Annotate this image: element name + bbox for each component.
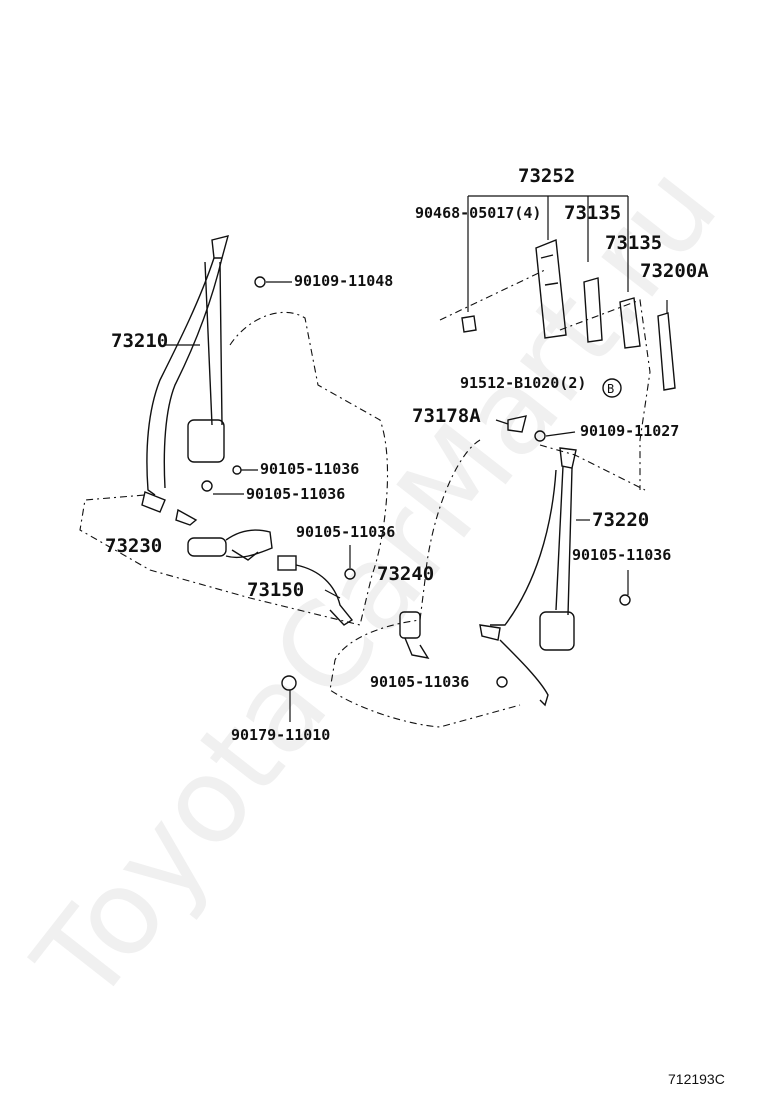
fasteners xyxy=(201,276,631,691)
label-90179-11010: 90179-11010 xyxy=(231,726,330,744)
left-seat-outline xyxy=(79,311,389,626)
label-73135-b: 73135 xyxy=(605,232,662,254)
label-73200A: 73200A xyxy=(640,260,709,282)
label-90109-11048: 90109-11048 xyxy=(294,272,393,290)
label-73252: 73252 xyxy=(518,165,575,187)
label-73150: 73150 xyxy=(247,579,304,601)
label-90109-11027: 90109-11027 xyxy=(580,422,679,440)
label-90105-11036-e: 90105-11036 xyxy=(370,673,469,691)
right-seat-belt-73220 xyxy=(479,447,577,707)
buckle-73240 xyxy=(399,611,430,659)
label-90468-05017: 90468-05017(4) xyxy=(415,204,541,222)
label-90105-11036-b: 90105-11036 xyxy=(246,485,345,503)
buckle-73230 xyxy=(187,529,273,561)
label-73178A: 73178A xyxy=(412,405,481,427)
label-90105-11036-d: 90105-11036 xyxy=(572,546,671,564)
left-seat-belt-73210 xyxy=(141,235,229,526)
label-91512-B1020: 91512-B1020(2) xyxy=(460,374,586,392)
belt-73150 xyxy=(277,555,354,626)
upper-right-parts xyxy=(439,195,676,490)
label-73240: 73240 xyxy=(377,563,434,585)
label-73230: 73230 xyxy=(105,535,162,557)
b-circle-mark: B xyxy=(607,382,614,396)
figure-code: 712193C xyxy=(668,1071,725,1087)
label-73210: 73210 xyxy=(111,330,168,352)
label-90105-11036-c: 90105-11036 xyxy=(296,523,395,541)
label-73220: 73220 xyxy=(592,509,649,531)
label-90105-11036-a: 90105-11036 xyxy=(260,460,359,478)
leader-lines xyxy=(213,281,629,722)
label-73135-a: 73135 xyxy=(564,202,621,224)
